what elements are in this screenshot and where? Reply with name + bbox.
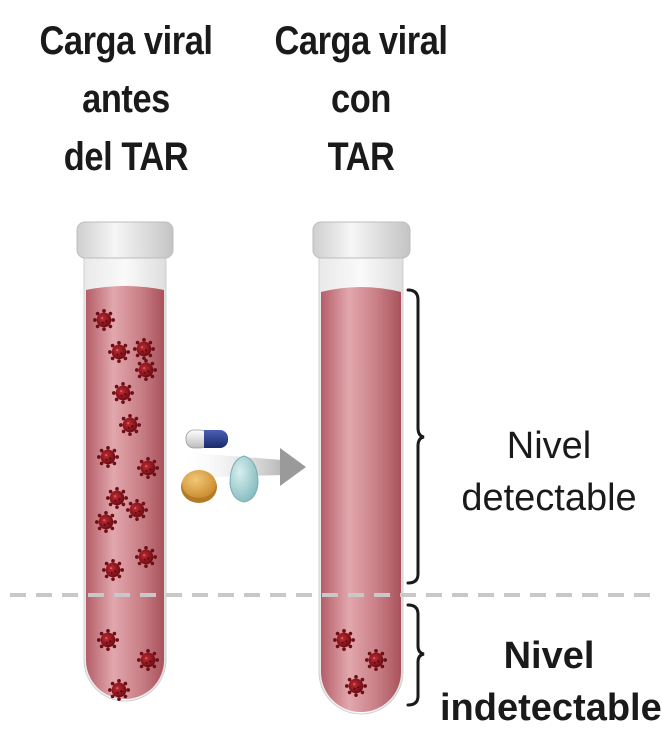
virus-icon: [112, 382, 134, 404]
virus-icon: [333, 629, 355, 651]
virus-icon: [345, 675, 367, 697]
heading-with-treatment: Carga viral con TAR: [262, 12, 460, 186]
virus-icon: [108, 679, 130, 701]
virus-icon: [137, 457, 159, 479]
virus-icon: [365, 649, 387, 671]
heading-line: con: [262, 70, 460, 128]
label-undetectable-level: Nivel indetectable: [440, 630, 658, 734]
bracket-icon: [408, 605, 424, 705]
virus-icon: [119, 414, 141, 436]
virus-icon: [106, 487, 128, 509]
test-tube-before: [77, 222, 173, 701]
virus-icon: [93, 309, 115, 331]
virus-icon: [95, 511, 117, 533]
heading-line: TAR: [262, 128, 460, 186]
level-label-line: Nivel: [440, 630, 658, 682]
heading-line: Carga viral: [27, 12, 225, 70]
label-detectable-level: Nivel detectable: [452, 420, 646, 524]
virus-icon: [97, 629, 119, 651]
virus-icon: [135, 359, 157, 381]
tablet-icon: [181, 470, 217, 503]
heading-line: del TAR: [27, 128, 225, 186]
virus-icon: [137, 649, 159, 671]
level-label-line: detectable: [452, 472, 646, 524]
virus-icon: [102, 559, 124, 581]
level-label-line: indetectable: [440, 682, 658, 734]
capsule-icon: [186, 430, 228, 448]
tube-blood: [321, 287, 401, 712]
tube-cap: [77, 222, 173, 258]
virus-icon: [133, 338, 155, 360]
virus-icon: [126, 499, 148, 521]
heading-before-treatment: Carga viral antes del TAR: [27, 12, 225, 186]
bracket-icon: [408, 290, 424, 583]
level-label-line: Nivel: [452, 420, 646, 472]
virus-icon: [135, 546, 157, 568]
heading-line: antes: [27, 70, 225, 128]
tube-cap: [313, 222, 410, 258]
test-tube-with: [313, 222, 410, 714]
virus-icon: [97, 446, 119, 468]
pill-icon: [230, 456, 258, 502]
heading-line: Carga viral: [262, 12, 460, 70]
virus-icon: [108, 341, 130, 363]
